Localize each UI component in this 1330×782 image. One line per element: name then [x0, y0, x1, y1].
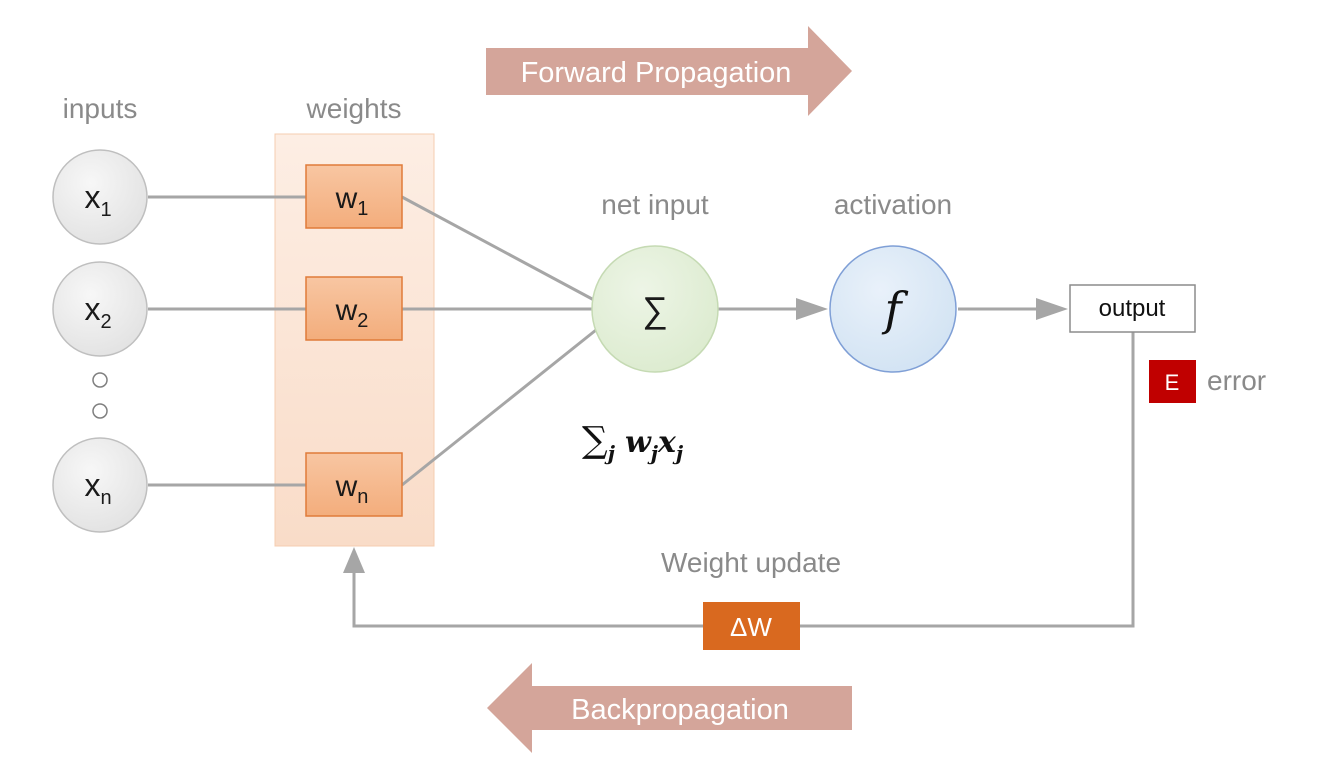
activation-node: f: [829, 245, 957, 373]
error-label: error: [1207, 365, 1266, 396]
input-n-base: x: [84, 467, 100, 503]
formula-sum-symbol: ∑: [582, 420, 608, 461]
summation-symbol: ∑: [642, 289, 668, 330]
formula-x: x: [657, 425, 677, 460]
feedback-arrowhead: [343, 547, 365, 573]
forward-propagation-arrow: Forward Propagation: [486, 26, 852, 116]
error-badge: [1149, 360, 1196, 403]
net-input-label: net input: [601, 189, 709, 220]
weight-1-base: w: [335, 182, 358, 215]
input-2-sub: 2: [100, 311, 111, 333]
weight-2-sub: 2: [357, 310, 368, 332]
svg-text:xn: xn: [84, 467, 111, 509]
output-label: output: [1099, 295, 1166, 322]
svg-text:w1: w1: [335, 182, 369, 220]
backward-arrow-shape: [487, 663, 852, 753]
delta-w-box: ΔW: [703, 602, 800, 650]
weight-n-base: w: [335, 470, 358, 503]
delta-w-label: ΔW: [730, 612, 772, 642]
activation-label: activation: [834, 189, 952, 220]
input-node-2: x2: [52, 261, 148, 357]
svg-text:x1: x1: [84, 179, 111, 221]
connector-w1-sum: [401, 195, 595, 302]
input-connectors: [148, 195, 306, 487]
weight-box-1: w1: [305, 164, 403, 229]
ellipsis-dot-1: [92, 372, 108, 388]
ellipsis-dot-2: [92, 403, 108, 419]
weight-n-sub: n: [357, 486, 368, 508]
weight-2-base: w: [335, 294, 358, 327]
connector-wn-sum: [401, 328, 597, 487]
backward-arrow-label: Backpropagation: [571, 694, 789, 726]
weight-connectors: [401, 195, 597, 487]
weights-label: weights: [306, 93, 402, 124]
feedback-line: [352, 332, 1135, 628]
output-box: output: [1069, 284, 1196, 333]
formula-w: w: [625, 425, 652, 460]
input-node-n: xn: [52, 437, 148, 533]
weight-box-n: wn: [305, 452, 403, 517]
svg-text:wn: wn: [335, 470, 369, 508]
weight-box-2: w2: [305, 276, 403, 341]
svg-text:x2: x2: [84, 291, 111, 333]
error-indicator: E error: [1149, 360, 1266, 403]
sum-to-activation-arrow: [718, 298, 828, 320]
inputs-label: inputs: [63, 93, 138, 124]
forward-arrow-shape: [486, 26, 852, 116]
forward-arrow-label: Forward Propagation: [521, 57, 792, 89]
activation-to-output-arrow: [958, 298, 1068, 320]
ellipsis-dots: [92, 372, 108, 419]
weight-update-loop: [352, 332, 1135, 628]
input-1-base: x: [84, 179, 100, 215]
svg-text:w2: w2: [335, 294, 369, 332]
error-badge-letter: E: [1165, 370, 1180, 395]
input-2-base: x: [84, 291, 100, 327]
input-n-sub: n: [100, 487, 111, 509]
summation-node: ∑: [591, 245, 719, 373]
input-node-1: x1: [52, 149, 148, 245]
input-1-sub: 1: [100, 199, 111, 221]
backpropagation-arrow: Backpropagation: [487, 663, 852, 753]
weight-update-label: Weight update: [661, 547, 841, 578]
weight-1-sub: 1: [357, 198, 368, 220]
